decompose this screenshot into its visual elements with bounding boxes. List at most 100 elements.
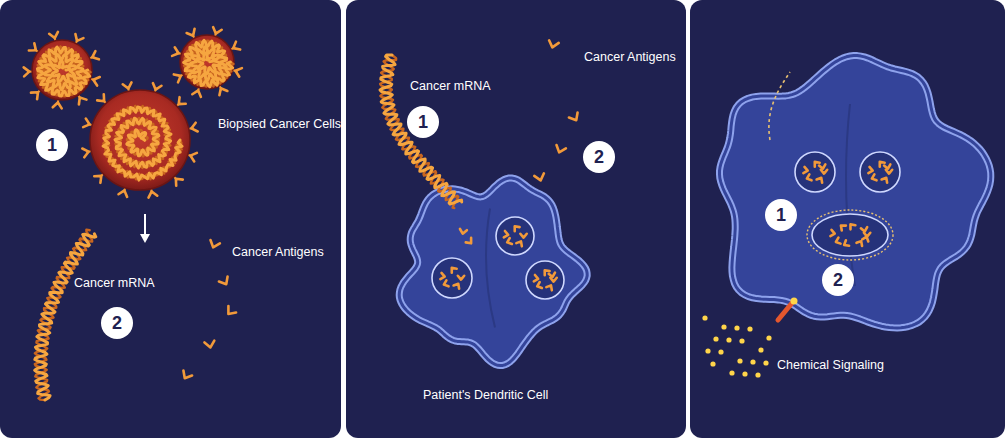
antigen-mark [803, 167, 808, 174]
antigen-mark [187, 29, 197, 38]
antigen-mark [231, 42, 240, 52]
panel-two-art [380, 40, 587, 365]
antigen-mark [862, 236, 869, 242]
antigen-mark [449, 266, 456, 273]
mrna-strand [184, 41, 234, 87]
antigen-mark [806, 174, 812, 181]
antigen-mark [90, 51, 98, 61]
antigen-mark [554, 145, 565, 154]
antigen-mark [868, 167, 873, 174]
antigen-mark [843, 240, 850, 247]
callout-number: 2 [833, 271, 843, 289]
antigen-mark [443, 280, 449, 287]
antigen-mark [219, 276, 231, 286]
signal-molecule [766, 335, 771, 340]
antigen-mark [886, 170, 892, 174]
antigen-mark [208, 240, 219, 249]
callout-circle: 1 [765, 199, 797, 231]
vesicle [860, 152, 900, 192]
antigen-mark [180, 370, 192, 380]
antigen-mark [848, 222, 855, 229]
signal-molecule [721, 324, 726, 329]
antigen-mark [516, 240, 523, 247]
callout-circle: 2 [583, 141, 615, 173]
antigen-mark [549, 273, 556, 278]
signal-molecule [729, 370, 734, 375]
antigen-mark [536, 282, 542, 289]
panel-one-art [24, 27, 242, 400]
antigen-mark [217, 86, 227, 95]
callout-circle: 1 [407, 106, 439, 138]
antigen-mark [73, 34, 83, 43]
signal-molecule [737, 358, 742, 363]
arrow-head [140, 234, 150, 243]
signal-molecule [750, 359, 755, 364]
signal-molecule [705, 348, 710, 353]
antigen-mark [835, 238, 841, 245]
signal-molecule [763, 360, 768, 365]
mrna-strand [38, 47, 91, 97]
antigen-mark [546, 284, 553, 291]
caption-label: Patient's Dendritic Cell [423, 388, 548, 403]
antigen-mark [520, 234, 526, 238]
callout-number: 1 [47, 136, 57, 154]
callout-circle: 2 [822, 264, 854, 296]
signal-molecule [758, 347, 763, 352]
callout-circle: 1 [36, 129, 68, 161]
antigen-mark [884, 164, 891, 169]
fusing-vesicle-rim [807, 210, 893, 260]
antigen-mark [204, 341, 215, 349]
callout-circle: 2 [101, 307, 133, 339]
antigen-mark [821, 170, 827, 174]
caption-label: Cancer Antigens [584, 50, 676, 65]
signal-molecule [726, 337, 731, 342]
vesicle [432, 258, 472, 298]
signal-molecule [710, 361, 715, 366]
antigen-mark [225, 306, 237, 317]
cancer-cell [90, 90, 190, 190]
vesicle [526, 261, 564, 299]
antigen-mark [550, 278, 556, 282]
cancer-cell [32, 40, 92, 100]
antigen-mark [882, 176, 889, 183]
receptor [778, 303, 792, 320]
mrna-strand [35, 234, 96, 400]
signal-molecule [742, 371, 747, 376]
antigen-mark [857, 240, 864, 247]
antigen-mark [534, 173, 545, 181]
antigen-mark [458, 276, 464, 280]
antigen-mark [454, 282, 461, 289]
caption-label: Cancer Antigens [232, 245, 324, 260]
vesicle [812, 214, 888, 256]
vesicle [496, 217, 534, 255]
antigen-mark [174, 72, 183, 82]
antigen-mark [819, 164, 826, 169]
callout-number: 1 [418, 113, 428, 131]
caption-label: Cancer mRNA [410, 79, 491, 94]
antigen-mark [871, 174, 877, 181]
caption-label: Biopsied Cancer Cells [218, 117, 341, 132]
mrna-strand [103, 106, 181, 179]
signal-molecule [755, 372, 760, 377]
mrna-strand [184, 40, 233, 87]
panel [690, 0, 1005, 438]
cell-shading [486, 209, 495, 328]
antigen-mark [839, 223, 846, 230]
panel [0, 0, 341, 438]
signal-molecule [713, 336, 718, 341]
antigen-mark [459, 229, 467, 234]
antigen-mark [512, 224, 519, 231]
signal-molecule [739, 338, 744, 343]
panel [346, 0, 686, 438]
antigen-mark [504, 231, 509, 238]
cancer-cell [180, 35, 234, 89]
signal-molecule [747, 326, 752, 331]
mrna-strand [37, 47, 89, 96]
signal-molecule [702, 315, 707, 320]
antigen-mark [569, 112, 581, 122]
mrna-strand [103, 107, 182, 180]
mrna-remnant [769, 72, 790, 140]
callout-number: 1 [776, 206, 786, 224]
